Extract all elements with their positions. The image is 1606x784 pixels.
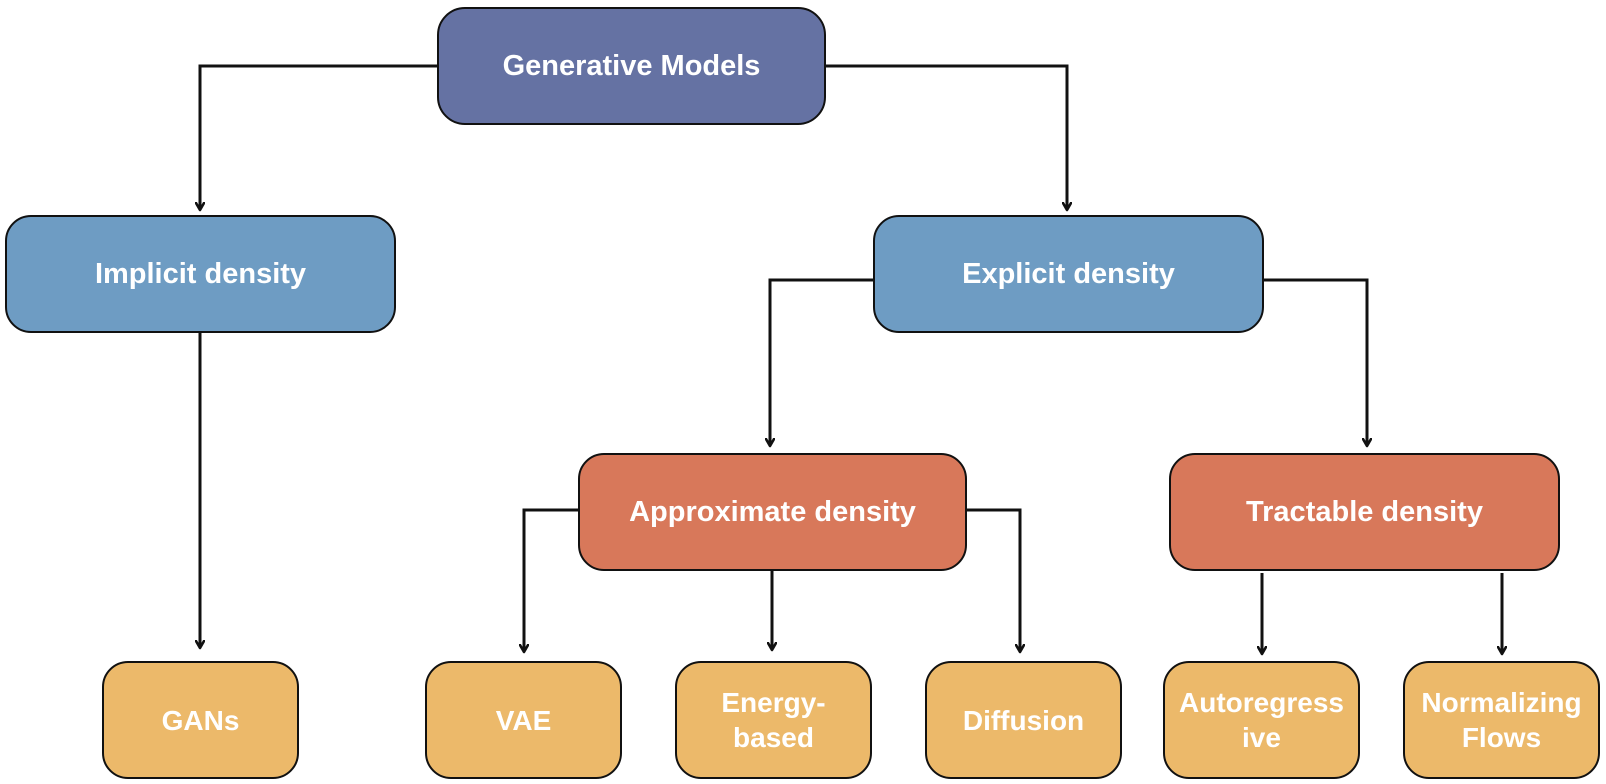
edge-explicit-to-approx <box>770 278 873 446</box>
node-approximate-density: Approximate density <box>578 453 967 571</box>
edge-generative-to-implicit <box>200 64 437 210</box>
node-approximate-density-label: Approximate density <box>629 495 916 528</box>
node-generative-models: Generative Models <box>437 7 826 125</box>
node-gans: GANs <box>102 661 299 779</box>
node-normalizing-flows-label: Normalizing Flows <box>1421 687 1582 753</box>
edge-approx-to-diffusion <box>967 508 1020 652</box>
node-tractable-density: Tractable density <box>1169 453 1560 571</box>
node-vae-label: VAE <box>495 704 552 736</box>
node-gans-label: GANs <box>161 704 240 736</box>
node-implicit-density-label: Implicit density <box>94 257 307 290</box>
node-explicit-density: Explicit density <box>873 215 1264 333</box>
node-implicit-density: Implicit density <box>5 215 396 333</box>
node-vae: VAE <box>425 661 622 779</box>
node-normalizing-flows: Normalizing Flows <box>1403 661 1600 779</box>
node-tractable-density-label: Tractable density <box>1246 495 1483 528</box>
node-explicit-density-label: Explicit density <box>962 257 1175 290</box>
node-generative-models-label: Generative Models <box>502 49 761 82</box>
node-diffusion: Diffusion <box>925 661 1122 779</box>
node-autoregressive-label: Autoregress ive <box>1179 687 1344 753</box>
edge-explicit-to-tractable <box>1264 278 1367 446</box>
node-energy-based: Energy- based <box>675 661 872 779</box>
node-diffusion-label: Diffusion <box>962 704 1085 736</box>
node-energy-based-label: Energy- based <box>721 687 826 753</box>
node-autoregressive: Autoregress ive <box>1163 661 1360 779</box>
edge-generative-to-explicit <box>826 64 1067 210</box>
edge-approx-to-vae <box>524 508 578 652</box>
